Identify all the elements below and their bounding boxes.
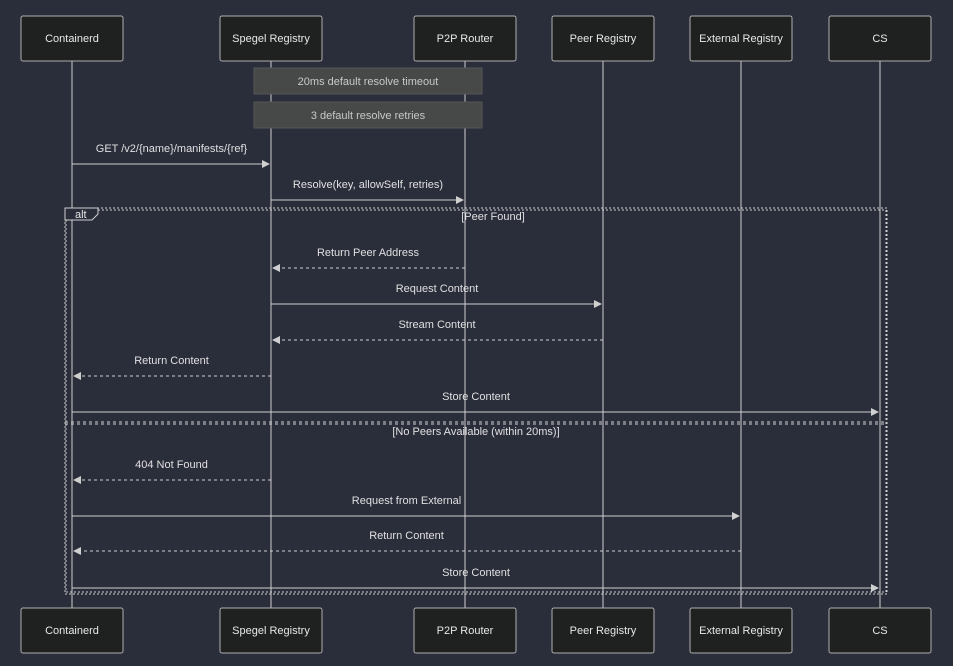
- lifelines: [71, 61, 881, 608]
- message-label: Return Content: [134, 355, 209, 367]
- message: Return Content: [73, 355, 271, 380]
- message: 404 Not Found: [73, 459, 271, 484]
- participant-box: [413, 15, 517, 62]
- note-box: [253, 101, 483, 129]
- message-label: Stream Content: [398, 319, 475, 331]
- participant-box: [689, 607, 793, 654]
- alt-frame-tab: [64, 207, 99, 221]
- message: Return Peer Address: [272, 247, 465, 272]
- participant-label: Peer Registry: [570, 625, 637, 637]
- participant-containerd: Containerd: [20, 607, 124, 654]
- message-label: Store Content: [442, 567, 510, 579]
- arrowhead-icon: [73, 547, 81, 555]
- participant-label: Containerd: [45, 33, 99, 45]
- arrowhead-icon: [262, 160, 270, 168]
- participant-label: Spegel Registry: [232, 33, 310, 45]
- message: Return Content: [73, 530, 741, 555]
- arrowhead-icon: [871, 584, 879, 592]
- arrowhead-icon: [272, 264, 280, 272]
- messages: GET /v2/{name}/manifests/{ref} Resolve(ke…: [72, 143, 879, 592]
- participant-box: [219, 15, 323, 62]
- alt-frame-inner-border: [65, 209, 887, 593]
- note-box: [253, 67, 483, 95]
- participant-box: [828, 15, 932, 62]
- participant-label: CS: [872, 625, 887, 637]
- message-label: Resolve(key, allowSelf, retries): [293, 179, 443, 191]
- arrowhead-icon: [456, 196, 464, 204]
- participant-external: External Registry: [689, 15, 793, 62]
- message: Stream Content: [272, 319, 603, 344]
- message: GET /v2/{name}/manifests/{ref}: [72, 143, 270, 168]
- participant-label: P2P Router: [437, 33, 494, 45]
- message: Resolve(key, allowSelf, retries): [271, 179, 464, 204]
- participant-p2p: P2P Router: [413, 607, 517, 654]
- participant-box: [689, 15, 793, 62]
- message-label: Return Content: [369, 530, 444, 542]
- note: 3 default resolve retries: [253, 101, 483, 129]
- participant-p2p: P2P Router: [413, 15, 517, 62]
- participant-label: External Registry: [699, 33, 783, 45]
- participant-box: [219, 607, 323, 654]
- participant-cs: CS: [828, 15, 932, 62]
- note-label: 20ms default resolve timeout: [298, 76, 439, 88]
- participant-label: P2P Router: [437, 625, 494, 637]
- arrowhead-icon: [73, 476, 81, 484]
- participant-label: External Registry: [699, 625, 783, 637]
- message-label: Return Peer Address: [317, 247, 420, 259]
- arrowhead-icon: [594, 300, 602, 308]
- note: 20ms default resolve timeout: [253, 67, 483, 95]
- participant-box: [413, 607, 517, 654]
- participant-cs: CS: [828, 607, 932, 654]
- message-label: Request from External: [352, 495, 461, 507]
- participants-top: Containerd Spegel Registry P2P Router Peer …: [20, 15, 932, 62]
- message-label: Request Content: [396, 283, 479, 295]
- message-label: GET /v2/{name}/manifests/{ref}: [96, 143, 248, 155]
- alt-condition: [Peer Found]: [461, 211, 525, 223]
- participant-label: Peer Registry: [570, 33, 637, 45]
- participant-spegel: Spegel Registry: [219, 15, 323, 62]
- alt-condition: [No Peers Available (within 20ms)]: [392, 426, 559, 438]
- message: Store Content: [72, 567, 879, 592]
- participant-box: [20, 15, 124, 62]
- alt-keyword: alt: [75, 209, 87, 221]
- participant-containerd: Containerd: [20, 15, 124, 62]
- arrowhead-icon: [732, 512, 740, 520]
- arrowhead-icon: [871, 408, 879, 416]
- message: Request Content: [271, 283, 602, 308]
- participant-box: [20, 607, 124, 654]
- arrowhead-icon: [272, 336, 280, 344]
- participant-spegel: Spegel Registry: [219, 607, 323, 654]
- participant-label: CS: [872, 33, 887, 45]
- participant-label: Spegel Registry: [232, 625, 310, 637]
- participant-box: [551, 15, 655, 62]
- participants-bottom: Containerd Spegel Registry P2P Router Peer …: [20, 607, 932, 654]
- participant-label: Containerd: [45, 625, 99, 637]
- message: Store Content: [72, 391, 879, 416]
- participant-box: [828, 607, 932, 654]
- participant-peer: Peer Registry: [551, 15, 655, 62]
- arrowhead-icon: [73, 372, 81, 380]
- message-label: Store Content: [442, 391, 510, 403]
- participant-box: [551, 607, 655, 654]
- participant-peer: Peer Registry: [551, 607, 655, 654]
- message-label: 404 Not Found: [135, 459, 208, 471]
- message: Request from External: [72, 495, 740, 520]
- alt-frame: alt [Peer Found] [No Peers Available (with…: [64, 207, 888, 595]
- note-label: 3 default resolve retries: [311, 110, 426, 122]
- participant-external: External Registry: [689, 607, 793, 654]
